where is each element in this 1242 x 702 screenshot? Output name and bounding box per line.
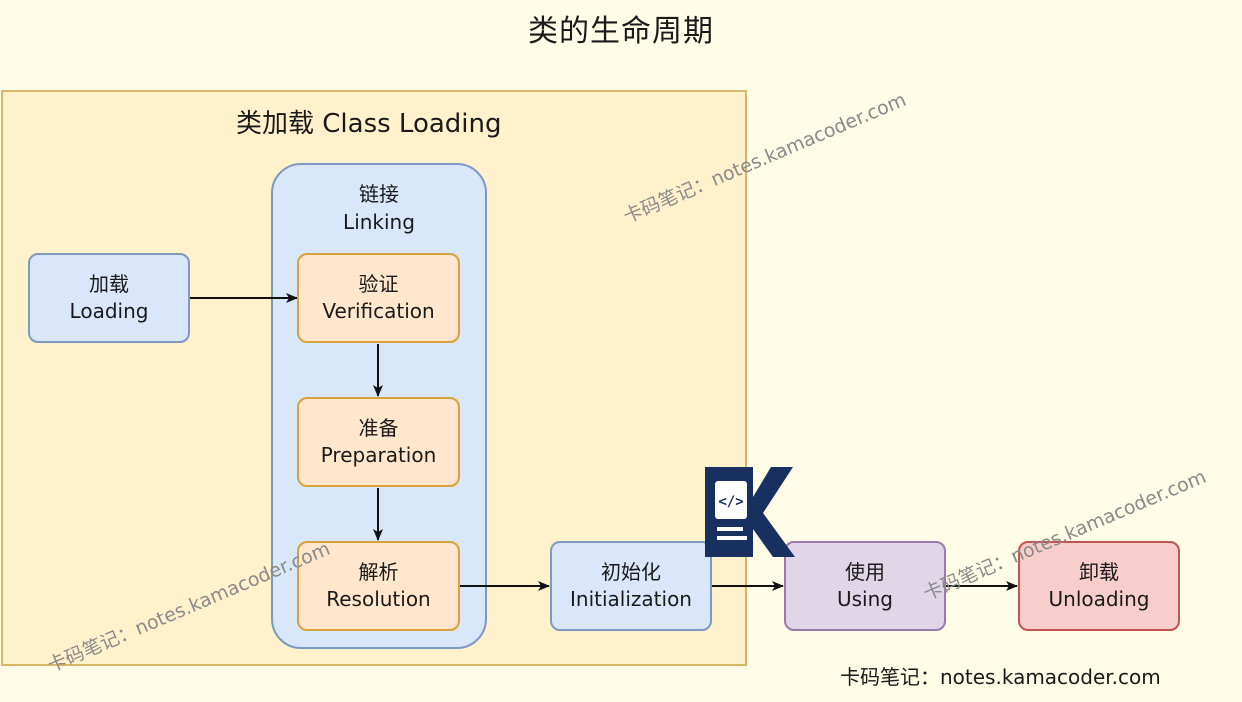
node-resolution: 解析 Resolution: [297, 541, 460, 631]
node-preparation-en: Preparation: [320, 443, 437, 467]
node-preparation-cn: 准备: [358, 416, 399, 440]
node-resolution-en: Resolution: [326, 587, 431, 611]
footer-credit: 卡码笔记：notes.kamacoder.com: [840, 665, 1161, 689]
code-document-k-logo-icon: </>: [705, 467, 795, 557]
node-using-cn: 使用: [845, 560, 885, 584]
node-using-en: Using: [837, 587, 893, 611]
node-initialization-en: Initialization: [570, 587, 692, 611]
node-verification-en: Verification: [322, 299, 435, 323]
node-using: 使用 Using: [784, 541, 946, 631]
linking-label-en: Linking: [343, 210, 415, 234]
node-loading-en: Loading: [69, 299, 149, 323]
node-loading-cn: 加载: [89, 272, 129, 296]
node-verification-cn: 验证: [358, 272, 399, 296]
node-resolution-cn: 解析: [358, 560, 399, 584]
node-unloading-en: Unloading: [1048, 587, 1150, 611]
svg-text:</>: </>: [718, 494, 743, 510]
class-loading-label: 类加载 Class Loading: [236, 109, 502, 139]
node-unloading: 卸载 Unloading: [1018, 541, 1180, 631]
node-verification: 验证 Verification: [297, 253, 460, 343]
node-unloading-cn: 卸载: [1079, 560, 1119, 584]
node-initialization: 初始化 Initialization: [550, 541, 712, 631]
node-initialization-cn: 初始化: [601, 560, 661, 584]
node-preparation: 准备 Preparation: [297, 397, 460, 487]
linking-label: 链接 Linking: [271, 180, 487, 236]
node-loading: 加载 Loading: [28, 253, 190, 343]
linking-label-cn: 链接: [359, 182, 399, 206]
diagram-title: 类的生命周期: [528, 14, 714, 49]
